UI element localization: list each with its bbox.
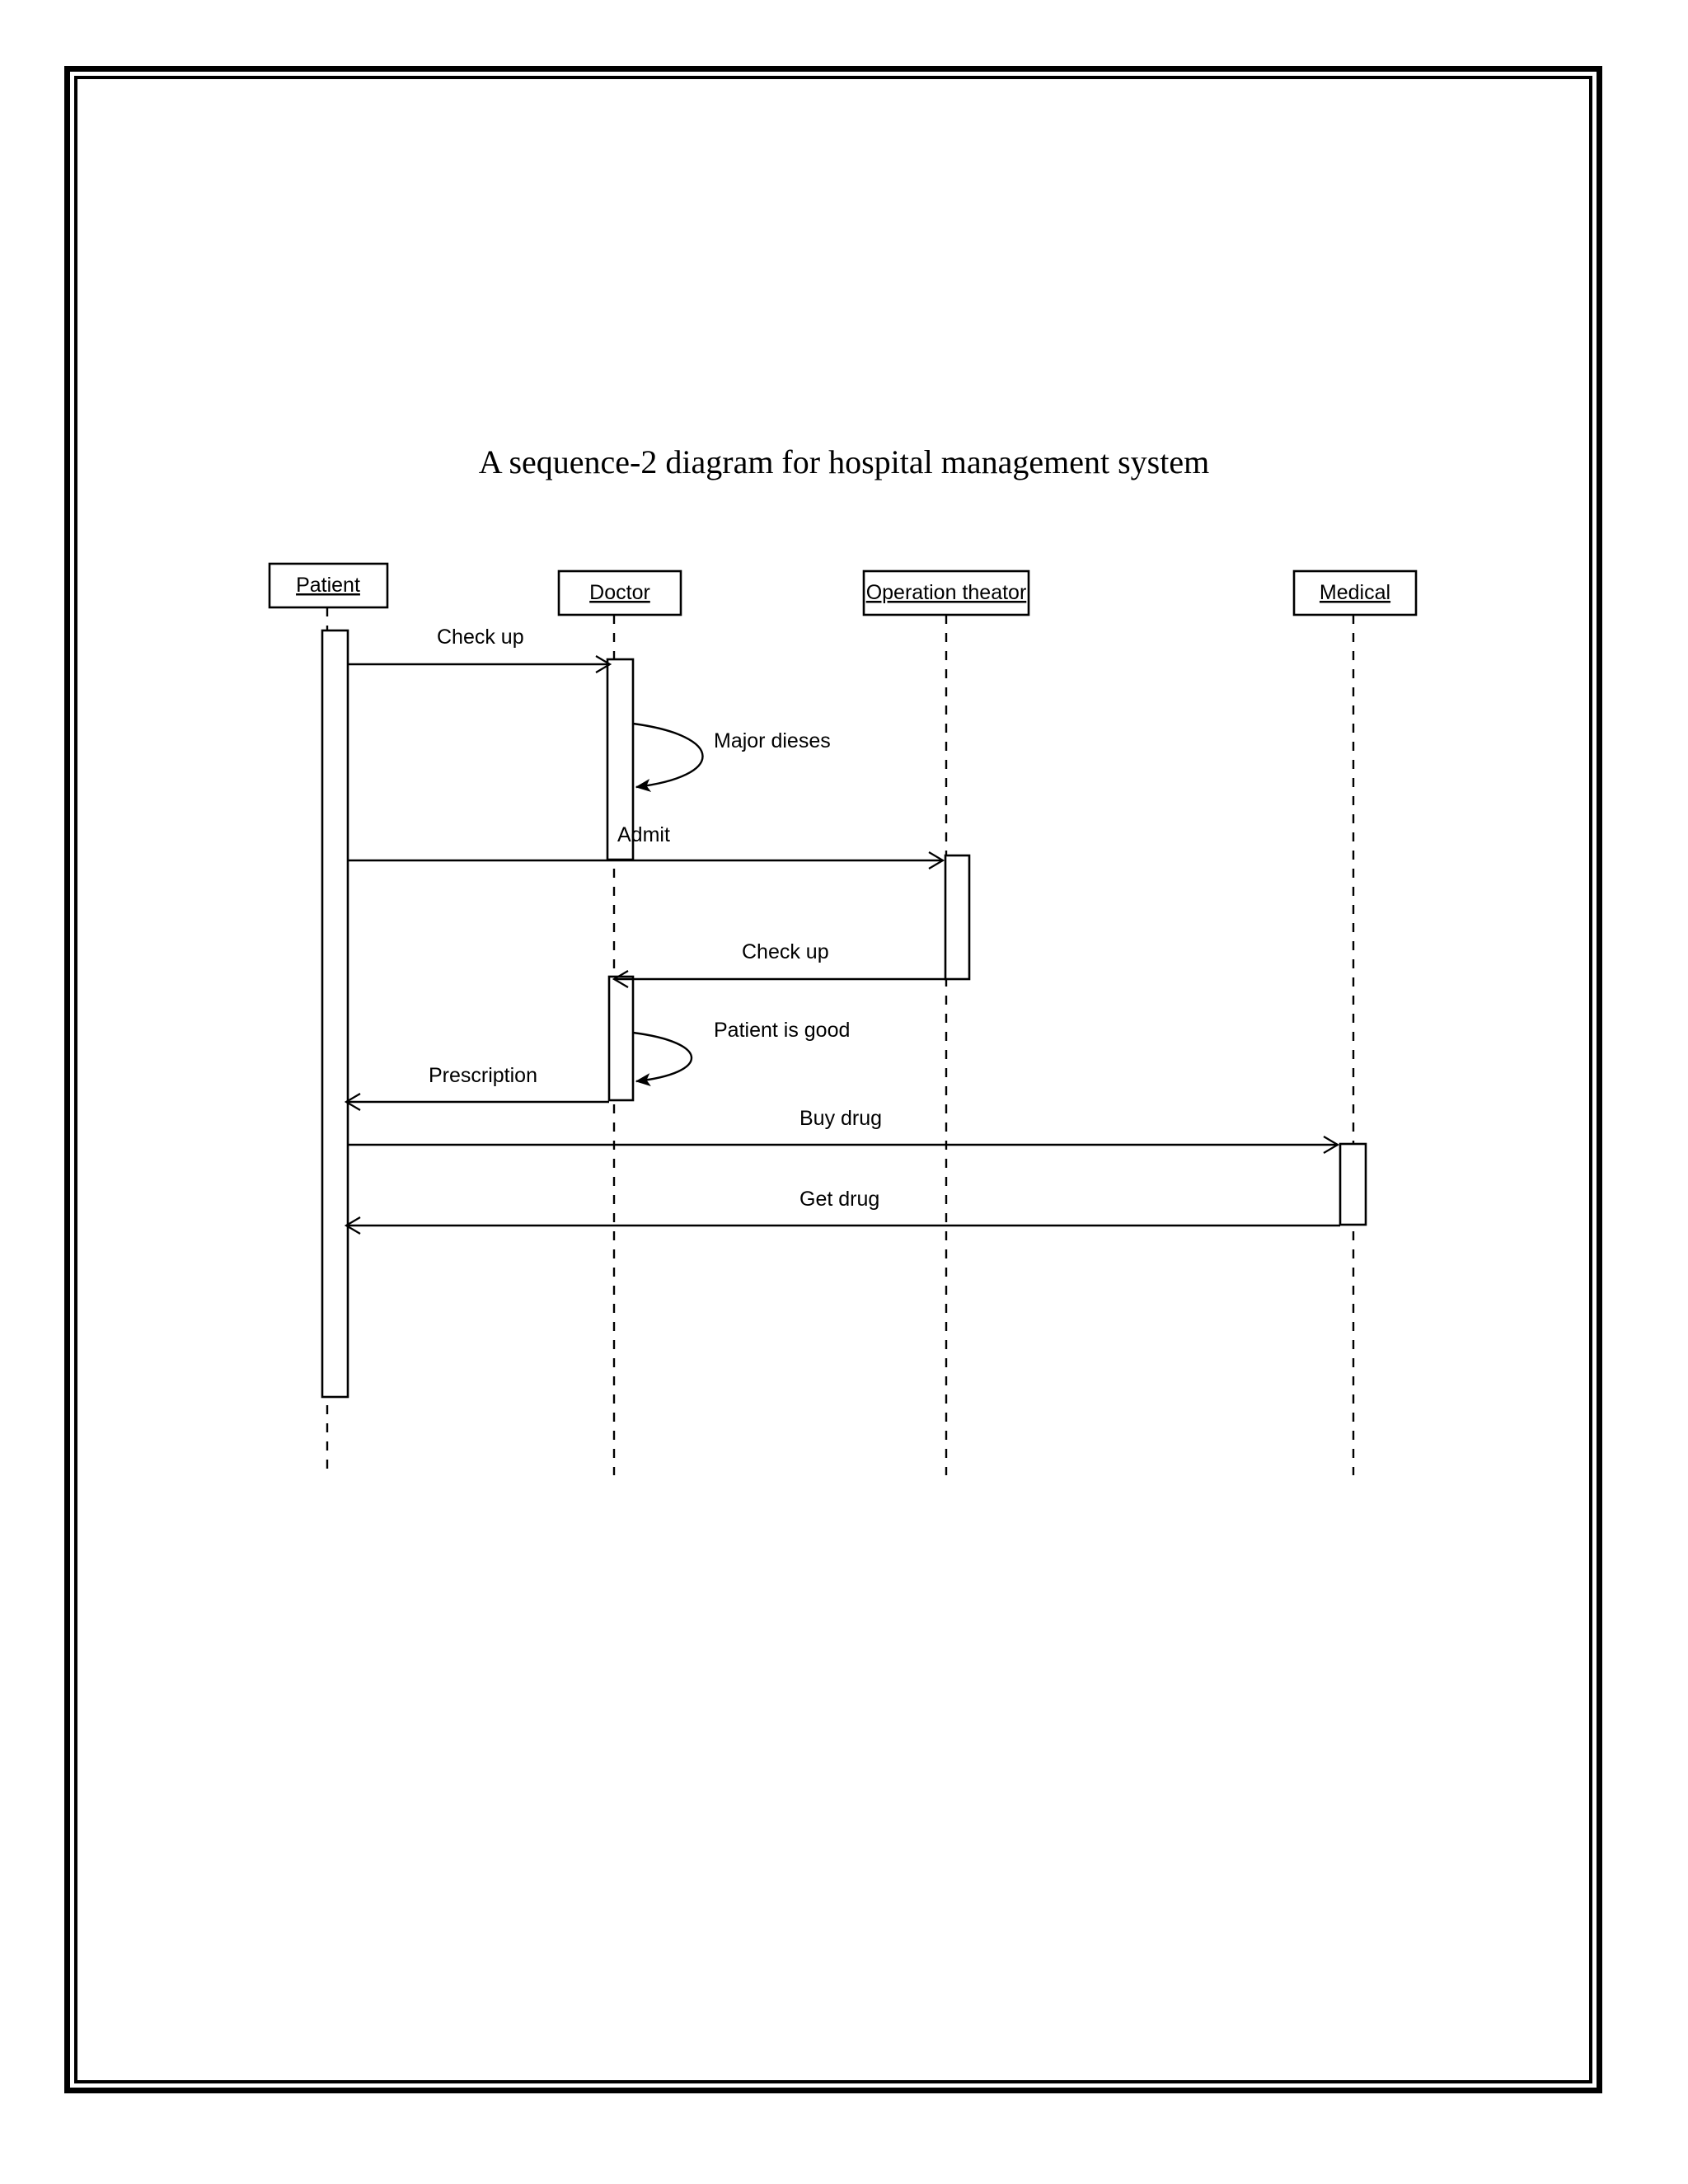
participant-patient[interactable]: Patient	[268, 562, 389, 609]
participant-label-patient: Patient	[296, 574, 360, 597]
participant-label-doctor: Doctor	[589, 581, 650, 604]
message-check-up-1[interactable]: Check up	[348, 626, 612, 673]
message-label-check-up-1: Check up	[437, 626, 524, 649]
page-border-outer	[64, 66, 1602, 2093]
message-buy-drug[interactable]: Buy drug	[348, 1107, 1340, 1154]
message-arrow-major-dieses[interactable]	[632, 722, 704, 787]
participant-operation-theator[interactable]: Operation theator	[862, 569, 1030, 616]
message-arrow-patient-is-good[interactable]	[632, 1031, 692, 1081]
activation-bar-operation-theator[interactable]	[944, 854, 971, 981]
page-border-inner	[74, 76, 1592, 2083]
participant-label-operation-theator: Operation theator	[866, 581, 1027, 604]
message-major-dieses[interactable]: Major dieses	[632, 722, 831, 787]
message-label-patient-is-good: Patient is good	[714, 1019, 850, 1042]
message-label-buy-drug: Buy drug	[799, 1107, 882, 1130]
message-label-get-drug: Get drug	[799, 1188, 879, 1211]
message-label-prescription: Prescription	[429, 1064, 537, 1087]
participant-box-doctor[interactable]	[557, 569, 682, 616]
activation-bar-medical[interactable]	[1339, 1142, 1367, 1226]
participant-label-medical: Medical	[1320, 581, 1390, 604]
activation-bar-doctor-1[interactable]	[606, 658, 635, 861]
page-title: A sequence-2 diagram for hospital manage…	[478, 443, 1210, 480]
participant-box-medical[interactable]	[1292, 569, 1418, 616]
message-label-check-up-2: Check up	[742, 940, 829, 963]
participant-doctor[interactable]: Doctor	[557, 569, 682, 616]
activation-bar-patient[interactable]	[321, 629, 349, 1399]
message-prescription[interactable]: Prescription	[344, 1064, 609, 1111]
message-get-drug[interactable]: Get drug	[344, 1188, 1340, 1235]
activation-bars-group	[321, 629, 1367, 1399]
message-patient-is-good[interactable]: Patient is good	[632, 1019, 850, 1081]
message-check-up-2[interactable]: Check up	[612, 940, 945, 988]
participant-medical[interactable]: Medical	[1292, 569, 1418, 616]
activation-bar-doctor-2[interactable]	[607, 975, 635, 1102]
participant-box-operation-theator[interactable]	[862, 569, 1030, 616]
participant-box-patient[interactable]	[268, 562, 389, 609]
message-label-major-dieses: Major dieses	[714, 729, 831, 752]
message-admit[interactable]: Admit	[348, 823, 945, 869]
message-label-admit: Admit	[617, 823, 670, 846]
